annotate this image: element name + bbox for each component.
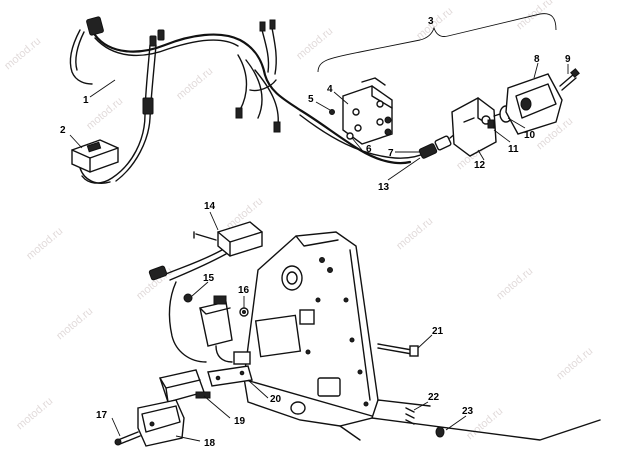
callout-17: 17: [96, 410, 108, 421]
handlebar-switch: [71, 139, 119, 184]
watermark: motod.ru: [14, 395, 55, 432]
plate-bracket: [342, 77, 393, 145]
wiring-harness: [69, 16, 429, 184]
watermark: motod.ru: [394, 215, 435, 252]
watermark: motod.ru: [554, 345, 595, 382]
callout-7: 7: [388, 148, 394, 159]
callout-16: 16: [238, 285, 250, 296]
watermark: motod.ru: [54, 305, 95, 342]
watermark: motod.ru: [24, 225, 65, 262]
fasteners-5-6: [329, 109, 392, 140]
mounting-strip: [207, 365, 253, 387]
callout-5: 5: [308, 94, 314, 105]
callout-22: 22: [428, 392, 440, 403]
callout-18: 18: [204, 438, 216, 449]
lamp-screw: [114, 431, 141, 446]
watermark: motod.ru: [84, 95, 125, 132]
callout-10: 10: [524, 130, 536, 141]
license-lamp: [159, 369, 211, 403]
watermark: motod.ru: [2, 35, 43, 72]
callout-3: 3: [428, 16, 434, 27]
group-bracket: [317, 13, 557, 73]
lamp-bracket: [137, 399, 185, 447]
callout-4: 4: [327, 84, 333, 95]
plate-bolt: [377, 343, 419, 357]
callout-11: 11: [508, 144, 519, 155]
callout-21: 21: [432, 326, 444, 337]
watermark: motod.ru: [174, 65, 215, 102]
callout-23: 23: [462, 406, 474, 417]
lens-screw: [559, 68, 580, 91]
watermark: motod.ru: [514, 0, 555, 32]
callout-1: 1: [83, 95, 89, 106]
watermark: motod.ru: [414, 5, 455, 42]
leader-lines: [69, 62, 569, 442]
tail-lamp-lens: [505, 73, 563, 135]
harness-connector: [418, 127, 463, 159]
watermark: motod.ru: [494, 265, 535, 302]
callout-19: 19: [234, 416, 246, 427]
watermark: motod.ru: [294, 25, 335, 62]
voltage-regulator: [183, 293, 249, 363]
callout-14: 14: [204, 201, 216, 212]
callout-20: 20: [270, 394, 282, 405]
washer-nut: [405, 407, 445, 438]
mounting-plate: [233, 231, 601, 441]
callout-12: 12: [474, 160, 486, 171]
ignition-coil: [148, 221, 263, 363]
callout-15: 15: [203, 273, 215, 284]
callout-6: 6: [366, 144, 372, 155]
callout-8: 8: [534, 54, 540, 65]
callout-labels: 1 2 3 4 5 6 7 8 9 10 11 12 13 14 15 16 1…: [60, 16, 571, 449]
callout-13: 13: [378, 182, 390, 193]
callout-9: 9: [565, 54, 571, 65]
callout-2: 2: [60, 125, 66, 136]
